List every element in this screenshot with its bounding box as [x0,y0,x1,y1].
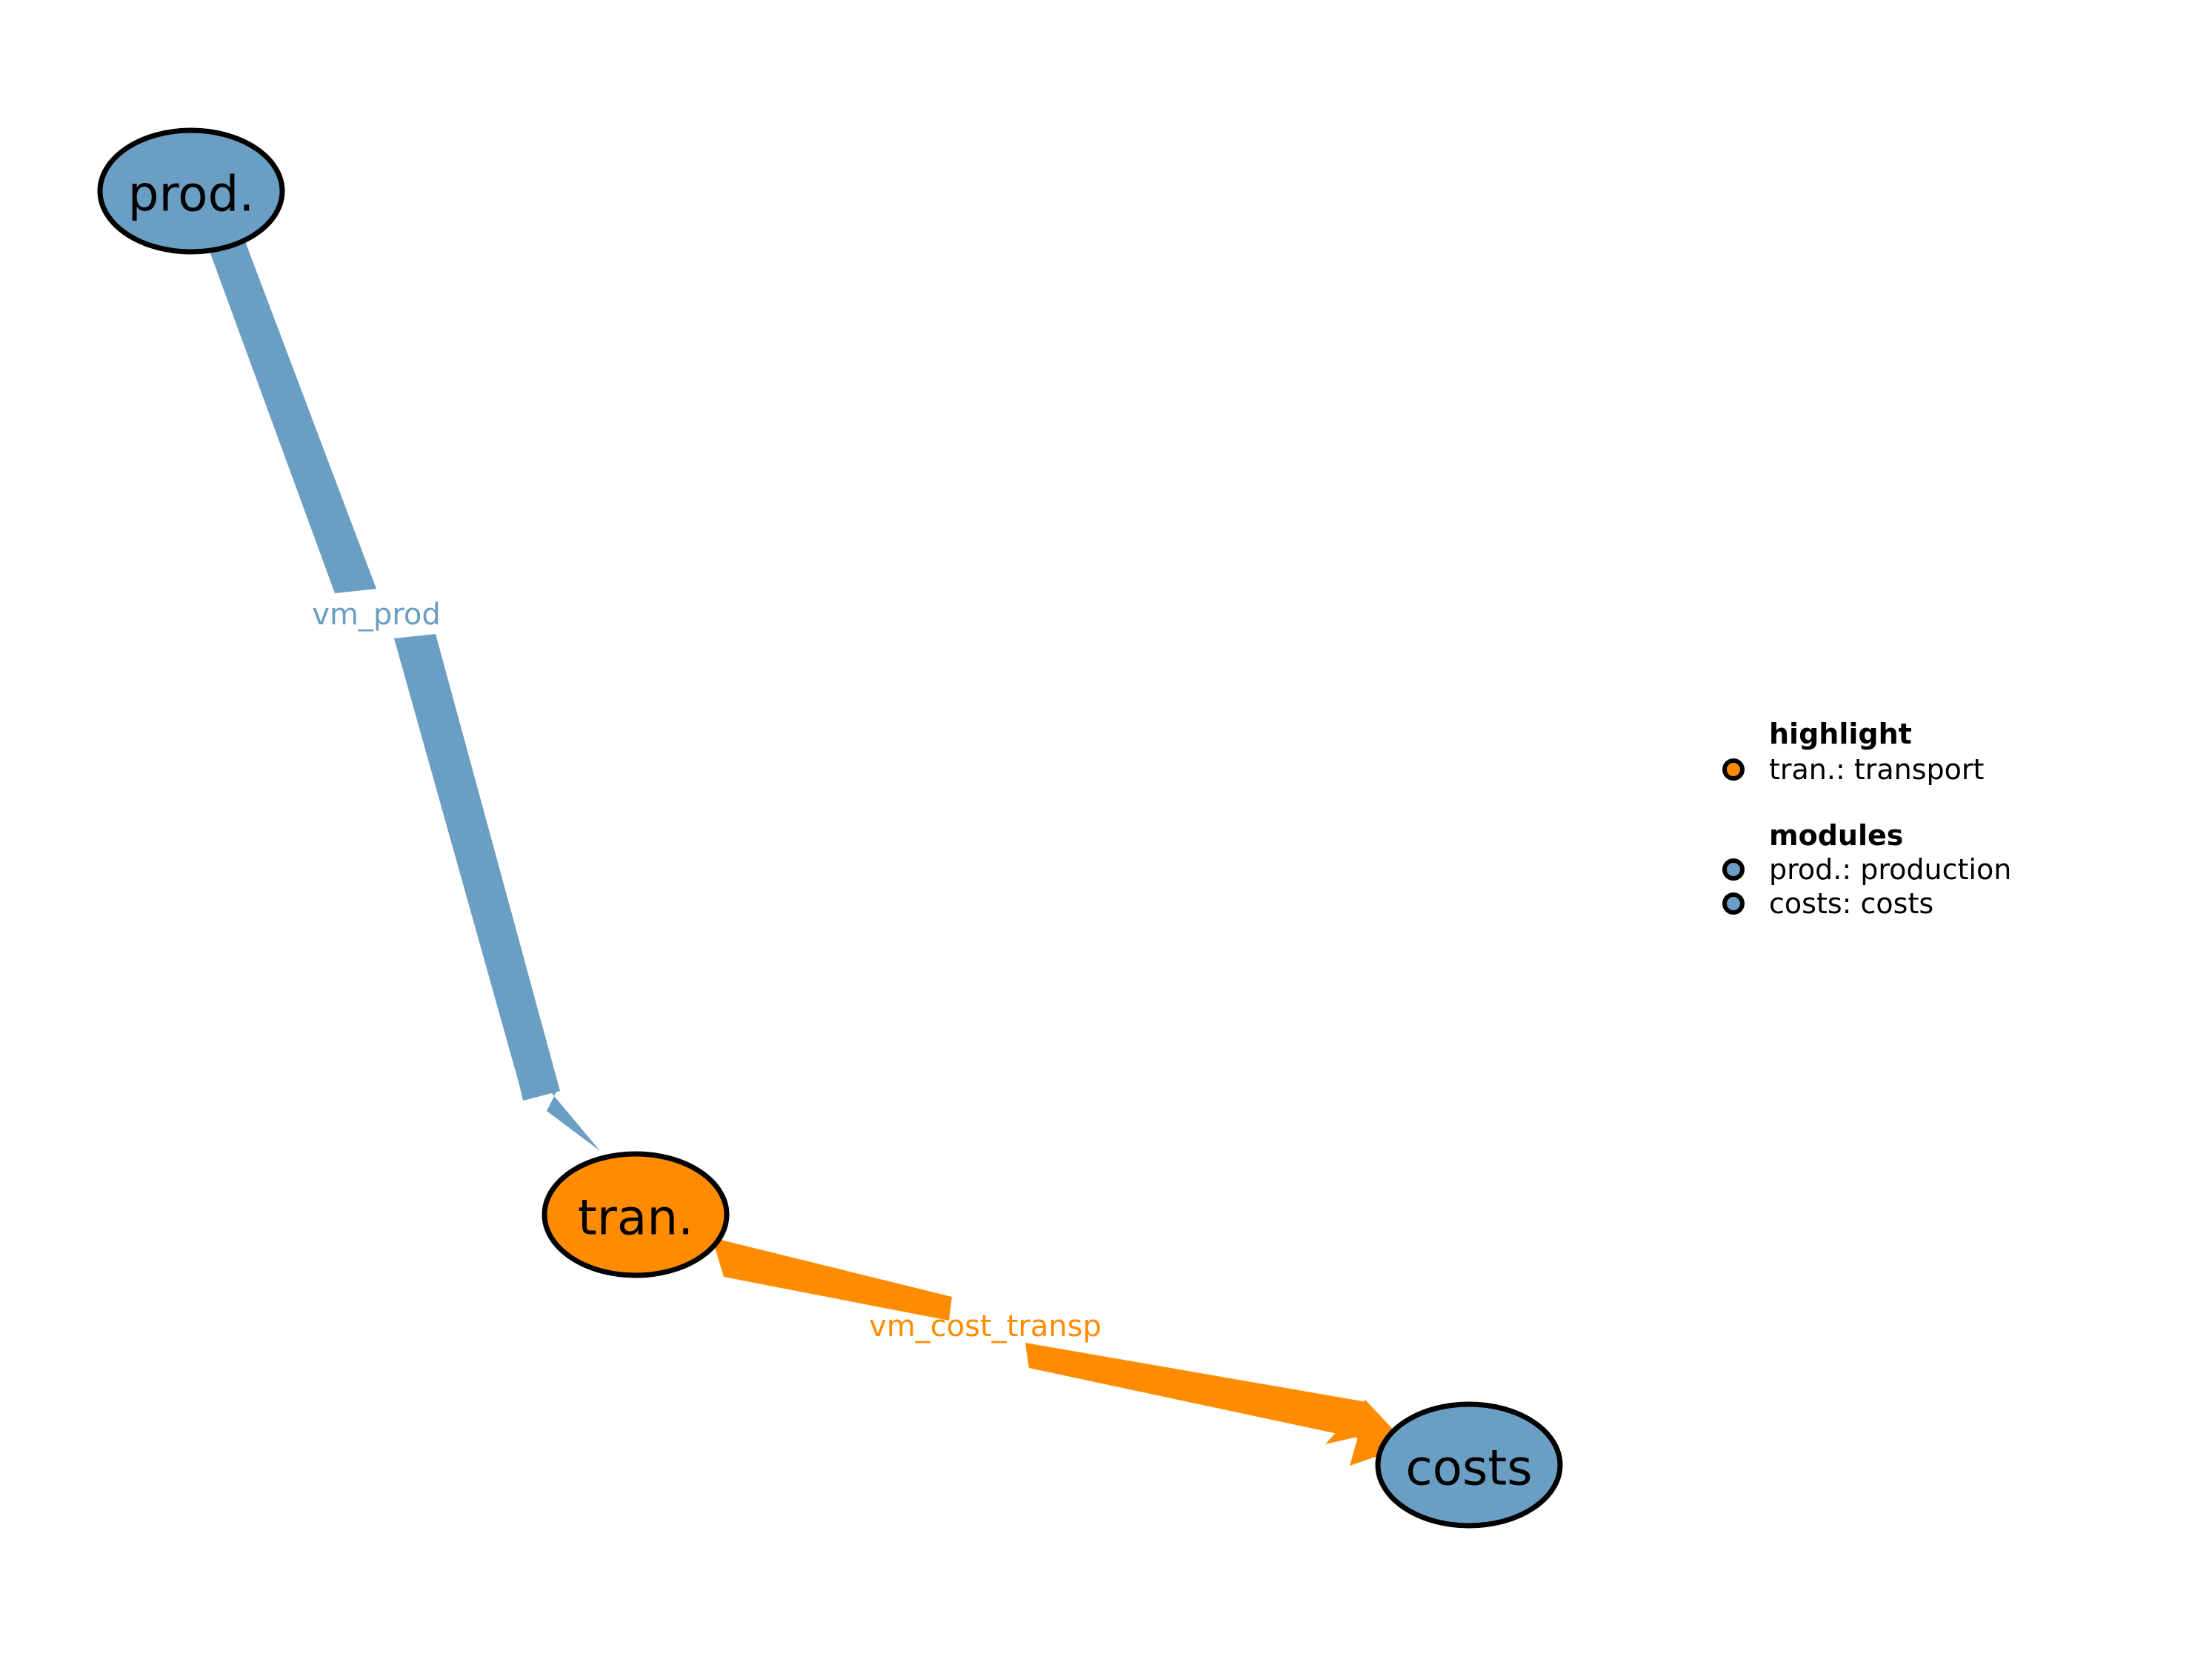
legend-item-costs[interactable]: costs: costs [1722,887,1933,920]
node-prod-shape [97,127,285,255]
node-tran-label: tran. [578,1189,693,1246]
legend-item-tran-label: tran.: transport [1769,753,1984,786]
node-prod-label: prod. [128,166,255,223]
node-costs-shape [1375,1401,1563,1529]
legend-marker-dot-icon [1722,858,1745,881]
edge-vm-cost-transp-shaft-left [712,1238,952,1321]
node-prod[interactable]: prod. [97,127,285,255]
legend-marker-dot-icon [1722,758,1745,781]
node-costs[interactable]: costs [1375,1401,1563,1529]
edge-vm-prod[interactable]: vm_prod [208,241,600,1151]
legend-item-costs-label: costs: costs [1769,887,1933,920]
legend-title-highlight: highlight [1769,718,1912,750]
edge-vm-prod-arrowhead [510,1043,600,1151]
edge-vm-prod-label: vm_prod [312,598,440,632]
legend: highlight tran.: transport modules prod.… [1722,718,2011,920]
edge-vm-prod-shaft-upper [208,241,376,593]
legend-item-prod[interactable]: prod.: production [1722,853,2011,886]
edge-vm-cost-transp-label: vm_cost_transp [869,1309,1102,1343]
legend-section-highlight: highlight tran.: transport [1722,718,1984,786]
node-tran[interactable]: tran. [542,1151,730,1278]
legend-section-modules: modules prod.: production costs: costs [1722,819,2011,920]
node-costs-label: costs [1405,1440,1532,1497]
edge-vm-cost-transp-shaft-right [1025,1343,1367,1438]
edge-vm-prod-shaft-lower [394,634,560,1101]
legend-title-modules: modules [1769,819,1903,852]
legend-marker-dot-icon [1722,892,1745,915]
legend-item-prod-label: prod.: production [1769,853,2011,886]
node-tran-shape [542,1151,730,1278]
legend-item-tran[interactable]: tran.: transport [1722,753,1984,786]
edge-vm-cost-transp[interactable]: vm_cost_transp [712,1238,1408,1466]
